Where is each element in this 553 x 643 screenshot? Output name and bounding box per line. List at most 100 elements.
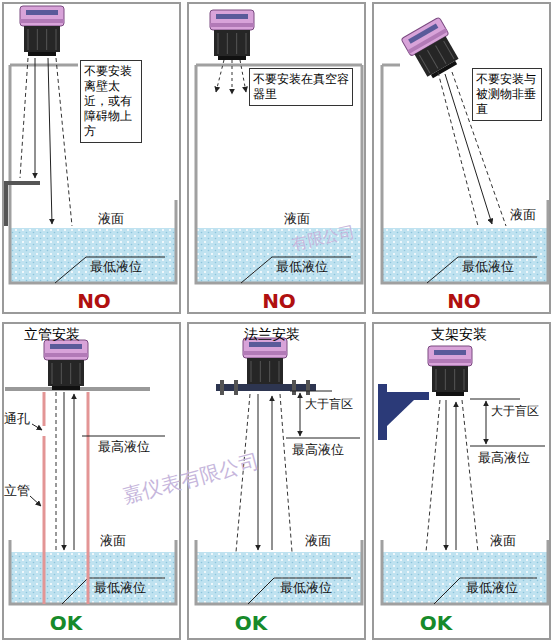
drawing-rect [20, 19, 64, 23]
verdict-mark: OK [235, 612, 268, 635]
drawing-path [300, 393, 301, 436]
drawing-path [62, 578, 165, 604]
drawing-rect [408, 23, 438, 43]
drawing-path [248, 578, 351, 604]
drawing-line [454, 369, 455, 390]
drawing-line [70, 363, 71, 384]
note-text: 不要安装与被测物非垂直 [476, 72, 538, 117]
drawing-line [427, 50, 438, 68]
drawing-line [61, 363, 62, 384]
level-label: 最低液位 [276, 260, 328, 274]
drawing-path [382, 65, 548, 283]
install-panel: NO 不要安装与被测物非垂直 [372, 2, 551, 314]
drawing-rect [11, 228, 175, 283]
drawing-path [486, 401, 487, 444]
drawing-rect [24, 26, 60, 52]
drawing-path [427, 257, 537, 283]
drawing-rect [52, 386, 80, 390]
drawing-rect [249, 342, 281, 347]
level-label: 液面 [510, 208, 536, 222]
drawing-path [470, 446, 545, 447]
drawing-rect [243, 351, 287, 355]
drawing-rect [306, 380, 310, 395]
drawing-path [10, 64, 78, 67]
note-text: 不要安装在真空容器里 [253, 72, 349, 102]
drawing-path [74, 394, 75, 550]
drawing-rect [216, 384, 316, 391]
level-label: 液面 [284, 212, 310, 226]
drawing-g [428, 346, 472, 396]
drawing-rect [216, 14, 248, 19]
drawing-rect [220, 380, 224, 395]
drawing-rect [197, 552, 361, 604]
level-label: 立管 [4, 484, 30, 498]
drawing-rect [436, 392, 464, 396]
drawing-path [56, 392, 57, 552]
drawing-line [436, 369, 437, 390]
drawing-g [4, 6, 548, 604]
verdict-mark: NO [262, 290, 296, 313]
drawing-path [387, 400, 414, 426]
level-label: 液面 [305, 534, 331, 548]
drawing-g [20, 6, 64, 56]
verdict-mark: OK [50, 612, 83, 635]
drawing-path [462, 400, 478, 552]
drawing-g [210, 10, 254, 60]
level-label: 最高液位 [292, 443, 344, 457]
drawing-rect [50, 344, 82, 349]
watermark: 嘉仪表有限公司 [120, 450, 261, 507]
drawing-rect [210, 10, 254, 30]
level-label: 大于盲区 [491, 405, 539, 418]
drawing-g [44, 340, 88, 390]
drawing-rect [387, 392, 429, 400]
drawing-path [87, 392, 90, 604]
level-label: 最低液位 [90, 260, 142, 274]
verdict-mark: NO [447, 290, 481, 313]
level-label: 最低液位 [94, 581, 146, 595]
level-label: 最低液位 [466, 581, 518, 595]
drawing-path [4, 183, 8, 226]
verdict-mark: NO [77, 290, 111, 313]
drawing-line [436, 46, 447, 64]
drawing-path [30, 496, 41, 506]
drawing-rect [434, 350, 466, 355]
drawing-rect [214, 30, 250, 56]
drawing-path [272, 396, 273, 550]
drawing-line [251, 361, 252, 382]
drawing-line [28, 29, 29, 50]
level-label: 大于盲区 [305, 398, 353, 411]
note-box: 不要安装离壁太近，或有障碍物上方 [80, 60, 142, 143]
drawing-rect [26, 10, 58, 15]
drawing-path [55, 257, 165, 283]
drawing-line [445, 369, 446, 390]
drawing-path [4, 181, 40, 185]
drawing-path [5, 387, 150, 391]
drawing-path [232, 60, 233, 94]
drawing-path [64, 392, 65, 550]
drawing-line [246, 33, 247, 54]
drawing-path [56, 58, 72, 226]
panel-heading: 法兰安装 [244, 326, 300, 342]
drawing-path [10, 540, 176, 604]
drawing-rect [428, 346, 472, 366]
drawing-rect [432, 366, 468, 392]
drawing-g [243, 338, 287, 388]
verdict-mark: OK [420, 612, 453, 635]
drawing-path [32, 424, 42, 430]
drawing-path [48, 58, 52, 224]
drawing-path [280, 394, 292, 552]
drawing-rect [48, 360, 84, 386]
drawing-path [426, 400, 440, 552]
level-label: 液面 [100, 534, 126, 548]
drawing-line [444, 41, 455, 59]
drawing-rect [428, 359, 472, 363]
drawing-line [269, 361, 270, 382]
drawing-rect [383, 228, 547, 283]
drawing-line [46, 29, 47, 50]
drawing-path [43, 436, 46, 604]
note-box: 不要安装在真空容器里 [249, 68, 353, 106]
drawing-line [279, 361, 280, 382]
drawing-line [260, 361, 261, 382]
drawing-path [286, 438, 360, 439]
